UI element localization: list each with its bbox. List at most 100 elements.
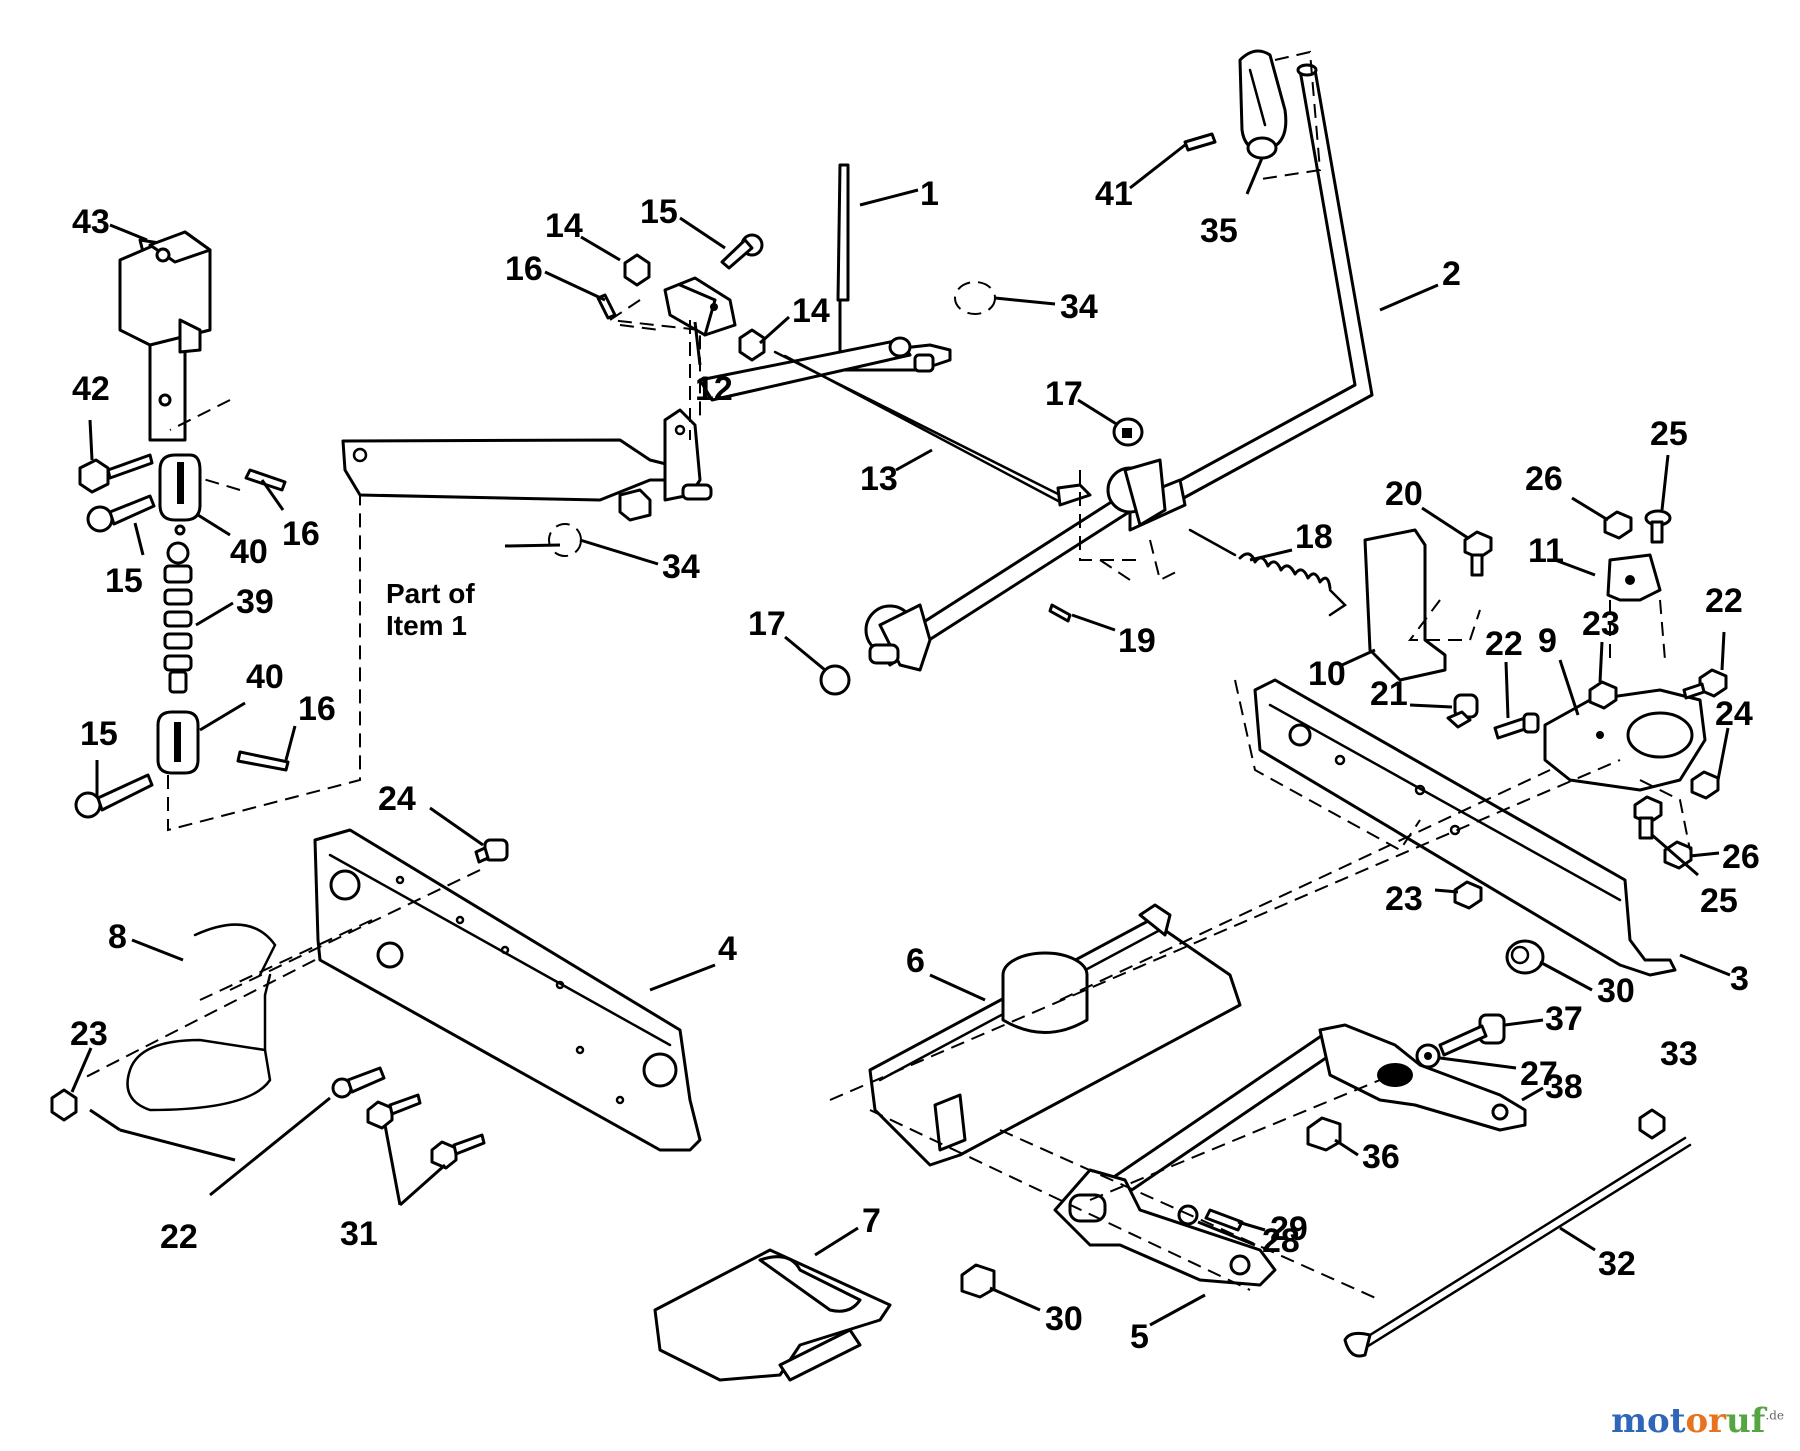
- callout-26a: 26: [1525, 460, 1563, 498]
- part-24-bolt-left: [474, 838, 509, 864]
- note-part-of-line1: Part of: [386, 578, 475, 609]
- callout-20: 20: [1385, 475, 1423, 513]
- callout-17b: 17: [748, 605, 786, 643]
- part-17-collar-top: [1112, 417, 1144, 447]
- callout-33: 33: [1660, 1035, 1698, 1073]
- part-30-nut-bottom: [960, 1263, 996, 1299]
- part-23-nut-low: [1453, 880, 1483, 910]
- callout-1: 1: [920, 175, 939, 213]
- part-14-nut-mid: [738, 328, 766, 362]
- watermark-part2: or: [1685, 1401, 1727, 1441]
- part-40-clevis-lower: [156, 710, 200, 775]
- callout-23b: 23: [1582, 605, 1620, 643]
- callout-23c: 23: [1385, 880, 1423, 918]
- callout-6: 6: [906, 942, 925, 980]
- callout-35: 35: [1200, 212, 1238, 250]
- callout-7: 7: [862, 1202, 881, 1240]
- callout-40a: 40: [230, 533, 268, 571]
- callout-42: 42: [72, 370, 110, 408]
- leader-lines: [70, 143, 1731, 1327]
- callout-14a: 14: [545, 207, 583, 245]
- part-34-bushing-top: [954, 281, 996, 315]
- part-42-bolt: [78, 453, 154, 494]
- part-20-bolt: [1463, 530, 1493, 577]
- part-32-rod: [1343, 1108, 1692, 1358]
- part-25-bolt-low: [1633, 795, 1663, 840]
- callout-10: 10: [1308, 655, 1346, 693]
- callout-28: 28: [1262, 1222, 1300, 1260]
- part-4-bracket: [313, 828, 702, 1152]
- callout-15c: 15: [80, 715, 118, 753]
- callout-36: 36: [1362, 1138, 1400, 1176]
- callout-23a: 23: [70, 1015, 108, 1053]
- part-ratchet-shaft: [864, 458, 1167, 672]
- part-19-cotter: [1048, 603, 1072, 623]
- part-43-bracket: [118, 230, 212, 442]
- callout-32: 32: [1598, 1245, 1636, 1283]
- callout-24a: 24: [378, 780, 416, 818]
- part-29-bolt: [1204, 1208, 1244, 1232]
- callout-40b: 40: [246, 658, 284, 696]
- callout-8: 8: [108, 918, 127, 956]
- callout-43: 43: [72, 203, 110, 241]
- watermark-part3: uf: [1726, 1401, 1766, 1441]
- callout-2: 2: [1442, 255, 1461, 293]
- callout-22b: 22: [1485, 625, 1523, 663]
- part-22-bolt-right: [1682, 668, 1728, 700]
- callout-26b: 26: [1722, 838, 1760, 876]
- callout-9: 9: [1538, 622, 1557, 660]
- part-27-washer: [1415, 1043, 1441, 1069]
- callout-3: 3: [1730, 960, 1749, 998]
- part-7-plate: [653, 1248, 892, 1382]
- callout-15a: 15: [640, 193, 678, 231]
- part-8-plate: [126, 923, 277, 1112]
- note-part-of-line2: Item 1: [386, 610, 467, 641]
- part-30-bushing-top: [1505, 939, 1545, 975]
- watermark-logo: motoruf.de: [1611, 1401, 1784, 1441]
- callout-17a: 17: [1045, 375, 1083, 413]
- callout-41: 41: [1095, 175, 1133, 213]
- part-25-bolt-top: [1644, 509, 1672, 544]
- part-23-nut-mid: [1588, 680, 1618, 710]
- part-31-bolts: [366, 1093, 486, 1170]
- part-15-pin-upper: [86, 494, 156, 533]
- part-11-bracket: [1606, 553, 1662, 602]
- part-18-spring: [1188, 528, 1347, 617]
- callout-34a: 34: [1060, 288, 1098, 326]
- callout-19: 19: [1118, 622, 1156, 660]
- callout-22c: 22: [1705, 582, 1743, 620]
- part-39-spring: [163, 541, 193, 694]
- part-24-bolt-right: [1690, 770, 1720, 800]
- part-35-grip: [1238, 49, 1322, 181]
- callout-24b: 24: [1715, 695, 1753, 733]
- callout-38: 38: [1545, 1068, 1583, 1106]
- callout-37: 37: [1545, 1000, 1583, 1038]
- callout-25a: 25: [1650, 415, 1688, 453]
- callout-25b: 25: [1700, 882, 1738, 920]
- callout-16c: 16: [298, 690, 336, 728]
- part-15-bolt-top: [720, 233, 764, 270]
- part-13-rod: [773, 350, 1092, 507]
- callout-30a: 30: [1045, 1300, 1083, 1338]
- callout-labels: 1 2 3 4 5 6 7 8 9 10 11 12 13 14 14 15 1…: [70, 175, 1760, 1356]
- part-9-plate: [1543, 688, 1707, 792]
- part-21-bolt: [1446, 693, 1479, 729]
- part-1-lift-shaft: [341, 163, 952, 522]
- part-36-nut: [1306, 1116, 1342, 1152]
- watermark-part1: mot: [1611, 1401, 1686, 1441]
- part-34-bushing-bottom: [548, 523, 582, 557]
- callout-5: 5: [1130, 1318, 1149, 1356]
- callout-31: 31: [340, 1215, 378, 1253]
- callout-14b: 14: [792, 292, 830, 330]
- part-22-bolt-mid: [1493, 712, 1540, 740]
- callout-39: 39: [236, 583, 274, 621]
- part-23-nut-left: [50, 1088, 78, 1122]
- part-14-nut-top: [623, 253, 651, 287]
- part-17-collar-bottom: [819, 664, 851, 696]
- callout-11: 11: [1528, 532, 1564, 570]
- callout-22a: 22: [160, 1218, 198, 1256]
- part-6-channel: [868, 903, 1242, 1167]
- callout-18: 18: [1295, 518, 1333, 556]
- callout-30b: 30: [1597, 972, 1635, 1010]
